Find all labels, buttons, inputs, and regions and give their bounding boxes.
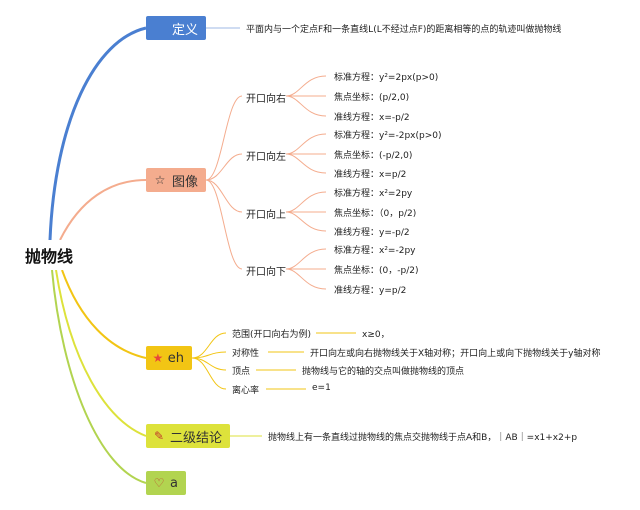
graph-up-equation: 标准方程：x²=2py <box>334 189 413 199</box>
topic-graph[interactable]: ☆ 图像 <box>146 168 206 192</box>
graph-up-focus: 焦点坐标：（0，p/2) <box>334 209 417 219</box>
topic-definition-label: 定义 <box>171 22 198 38</box>
definition-text: 平面内与一个定点F和一条直线L(L不经过点F)的距离相等的点的轨迹叫做抛物线 <box>246 25 562 35</box>
graph-group-right: 开口向右 <box>246 94 286 105</box>
graph-right-equation: 标准方程：y²=2px(p>0) <box>334 73 439 83</box>
topic-properties-label: eh <box>167 350 184 366</box>
topic-graph-label: 图像 <box>171 174 198 190</box>
graph-left-focus: 焦点坐标：(-p/2,0) <box>334 151 413 161</box>
magic-wand-icon: ✎ <box>153 429 165 443</box>
graph-right-focus: 焦点坐标：(p/2,0) <box>334 93 410 103</box>
topic-secondary-label: 二级结论 <box>169 430 222 446</box>
property-range-value: x≥0， <box>362 330 390 340</box>
branch-secondary <box>55 269 147 437</box>
property-vertex-value: 抛物线与它的轴的交点叫做抛物线的顶点 <box>302 367 465 377</box>
star-filled-icon: ★ <box>152 351 164 365</box>
star-outline-icon: ☆ <box>154 173 166 187</box>
topic-a-label: a <box>170 475 178 491</box>
topic-properties[interactable]: ★ eh <box>146 346 192 370</box>
graph-group-left: 开口向左 <box>246 152 286 163</box>
property-symmetry-name: 对称性 <box>232 349 260 359</box>
property-range-name: 范围(开口向右为例) <box>232 330 312 340</box>
branch-a <box>51 269 147 484</box>
graph-left-equation: 标准方程：y²=-2px(p>0) <box>334 131 442 141</box>
graph-down-directrix: 准线方程：y=p/2 <box>334 286 407 296</box>
topic-secondary-conclusions[interactable]: ✎ 二级结论 <box>146 424 230 448</box>
topic-definition[interactable]: 定义 <box>146 16 206 40</box>
graph-group-down: 开口向下 <box>246 267 286 278</box>
branch-properties <box>61 269 147 359</box>
property-eccentricity-name: 离心率 <box>232 386 260 396</box>
property-eccentricity-value: e=1 <box>312 383 331 393</box>
root-label: 抛物线 <box>24 247 73 266</box>
branch-definition <box>48 26 147 241</box>
topic-a[interactable]: ♡ a <box>146 471 186 495</box>
branch-graph <box>59 179 147 241</box>
graph-left-directrix: 准线方程：x=p/2 <box>334 170 407 180</box>
graph-up-directrix: 准线方程：y=-p/2 <box>334 228 410 238</box>
graph-right-directrix: 准线方程：x=-p/2 <box>334 113 410 123</box>
graph-down-focus: 焦点坐标：(0，-p/2) <box>334 266 419 276</box>
secondary-text: 抛物线上有一条直线过抛物线的焦点交抛物线于点A和B，｜AB｜=x1+x2+p <box>268 433 578 443</box>
graph-group-up: 开口向上 <box>246 210 286 221</box>
graph-down-equation: 标准方程：x²=-2py <box>334 246 416 256</box>
heart-icon: ♡ <box>153 476 165 490</box>
root-node[interactable]: 抛物线 <box>14 240 84 270</box>
property-symmetry-value: 开口向左或向右抛物线关于X轴对称；开口向上或向下抛物线关于y轴对称 <box>310 349 601 359</box>
property-vertex-name: 顶点 <box>232 367 251 377</box>
